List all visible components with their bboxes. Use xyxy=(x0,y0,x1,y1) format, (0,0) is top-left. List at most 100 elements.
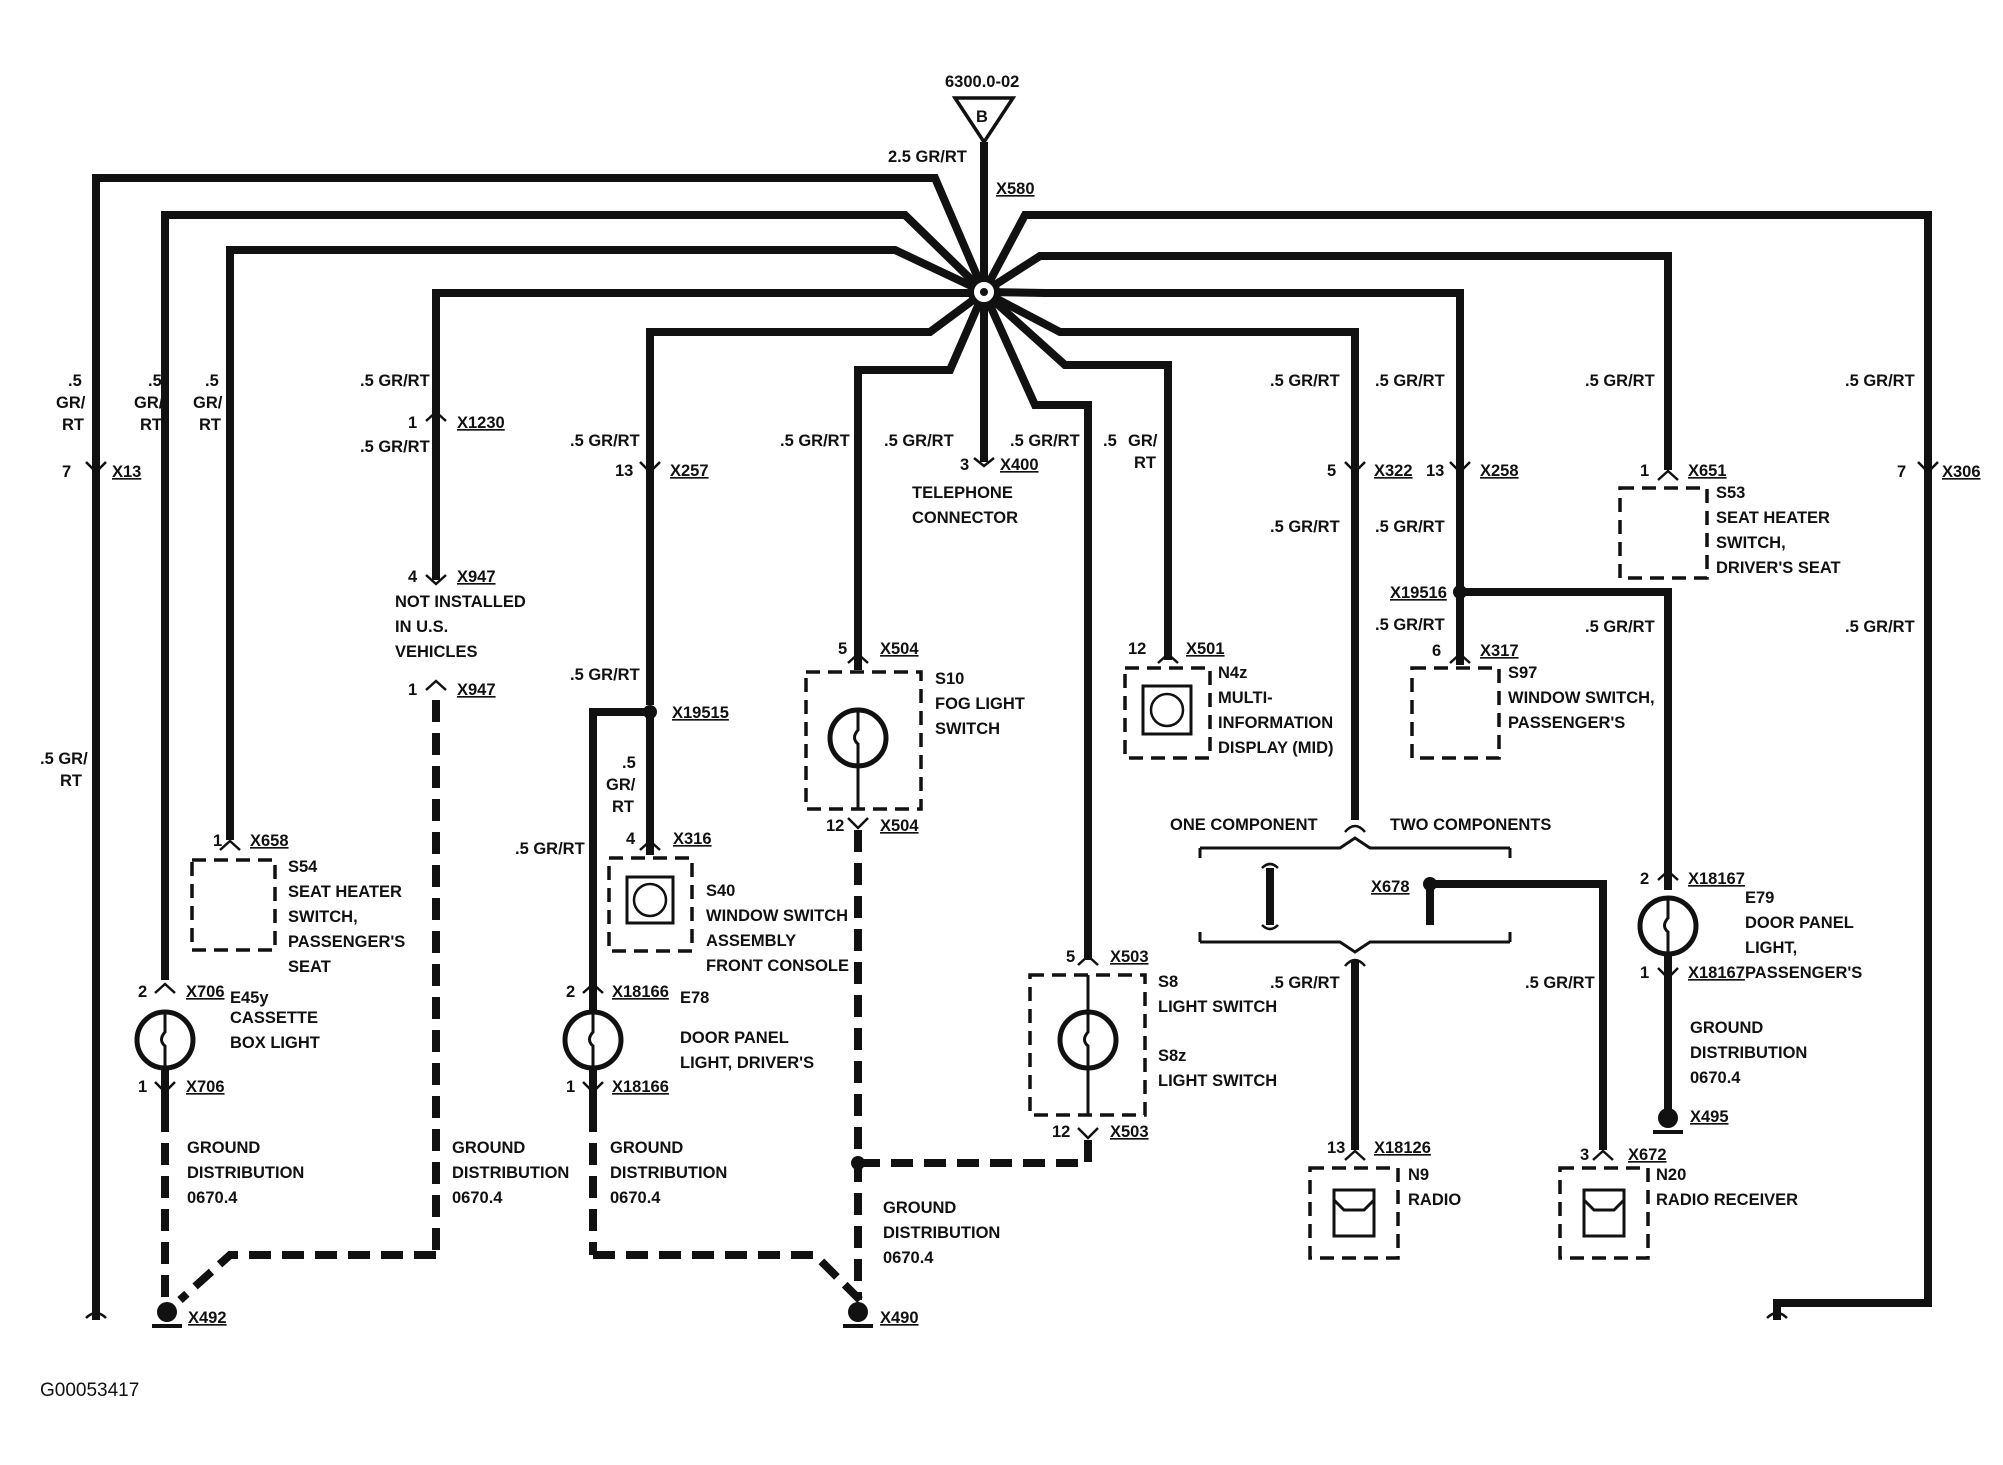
splice-x19515[interactable]: X19515 xyxy=(643,704,729,722)
ground-x495[interactable]: X495 xyxy=(1653,1108,1729,1134)
wire-label-x18167: .5 GR/RT xyxy=(1585,618,1655,636)
svg-text:0670.4: 0670.4 xyxy=(452,1189,503,1207)
svg-text:SWITCH,: SWITCH, xyxy=(288,908,358,926)
component-option-bracket: ONE COMPONENT TWO COMPONENTS xyxy=(1170,816,1551,954)
svg-text:X18126: X18126 xyxy=(1374,1139,1431,1157)
svg-text:13: 13 xyxy=(1426,462,1444,480)
connector-x258[interactable]: .5 GR/RT 13 X258 .5 GR/RT xyxy=(1375,372,1519,536)
svg-text:.5 GR/RT: .5 GR/RT xyxy=(1270,372,1340,390)
svg-text:DRIVER'S SEAT: DRIVER'S SEAT xyxy=(1716,559,1841,577)
connector-x947[interactable]: 4 X947 NOT INSTALLED IN U.S. VEHICLES 1 … xyxy=(395,568,526,699)
svg-text:1: 1 xyxy=(566,1078,575,1096)
svg-text:.5: .5 xyxy=(205,372,219,390)
component-n9-radio[interactable]: 13 X18126 N9 RADIO xyxy=(1308,1139,1461,1260)
svg-text:X316: X316 xyxy=(673,830,712,848)
wire-label-x317: .5 GR/RT xyxy=(1375,616,1445,634)
component-e79[interactable]: 2 X18167 E79 DOOR PANEL LIGHT, PASSENGER… xyxy=(1637,870,1862,982)
svg-text:RT: RT xyxy=(62,416,84,434)
splice-x19516[interactable]: X19516 xyxy=(1390,584,1467,602)
component-s53[interactable]: .5 GR/RT 1 X651 S53 SEAT HEATER SWITCH, … xyxy=(1585,372,1841,580)
component-n20-radio-receiver[interactable]: 3 X672 N20 RADIO RECEIVER xyxy=(1558,1146,1798,1260)
component-s40[interactable]: 4 X316 S40 WINDOW SWITCH ASSEMBLY FRONT … xyxy=(607,830,849,975)
svg-text:GR/: GR/ xyxy=(193,394,223,412)
component-s10[interactable]: .5 GR/RT 5 X504 S10 FOG LIGHT SWITCH 12 … xyxy=(780,432,1025,835)
node-letter: B xyxy=(976,108,988,126)
svg-text:6: 6 xyxy=(1432,642,1441,660)
svg-text:.5: .5 xyxy=(622,754,636,772)
svg-text:7: 7 xyxy=(1897,463,1906,481)
svg-text:DISTRIBUTION: DISTRIBUTION xyxy=(610,1164,727,1182)
svg-text:S8z: S8z xyxy=(1158,1047,1186,1065)
svg-text:X257: X257 xyxy=(670,462,709,480)
svg-text:X306: X306 xyxy=(1942,463,1981,481)
component-e78[interactable]: 2 X18166 E78 DOOR PANEL LIGHT, DRIVER'S … xyxy=(562,983,814,1096)
svg-text:SEAT HEATER: SEAT HEATER xyxy=(288,883,402,901)
svg-text:X18167: X18167 xyxy=(1688,870,1745,888)
svg-text:CASSETTE: CASSETTE xyxy=(230,1009,318,1027)
svg-text:.5 GR/RT: .5 GR/RT xyxy=(360,438,430,456)
svg-text:GROUND: GROUND xyxy=(610,1139,683,1157)
svg-text:WINDOW SWITCH,: WINDOW SWITCH, xyxy=(1508,689,1655,707)
ground-x492[interactable]: X492 xyxy=(152,1302,227,1328)
connector-x257[interactable]: .5 GR/RT 13 X257 .5 GR/RT xyxy=(570,432,709,684)
svg-text:X947: X947 xyxy=(457,681,496,699)
svg-text:.5: .5 xyxy=(148,372,162,390)
svg-text:.5 GR/RT: .5 GR/RT xyxy=(360,372,430,390)
svg-text:X504: X504 xyxy=(880,817,919,835)
svg-text:LIGHT SWITCH: LIGHT SWITCH xyxy=(1158,1072,1277,1090)
ground-label-e79: GROUND DISTRIBUTION 0670.4 xyxy=(1690,1019,1807,1087)
svg-text:BOX LIGHT: BOX LIGHT xyxy=(230,1034,320,1052)
svg-text:.5 GR/RT: .5 GR/RT xyxy=(570,666,640,684)
svg-text:0670.4: 0670.4 xyxy=(187,1189,238,1207)
ground-label-fog: GROUND DISTRIBUTION 0670.4 xyxy=(883,1199,1000,1267)
svg-text:0670.4: 0670.4 xyxy=(1690,1069,1741,1087)
svg-text:1: 1 xyxy=(1640,964,1649,982)
svg-text:0670.4: 0670.4 xyxy=(610,1189,661,1207)
connector-x306[interactable]: .5 GR/RT 7 X306 .5 GR/RT xyxy=(1845,372,1981,636)
main-wire-label: 2.5 GR/RT xyxy=(888,148,967,166)
svg-text:X492: X492 xyxy=(188,1309,227,1327)
svg-text:X706: X706 xyxy=(186,983,225,1001)
connector-x322[interactable]: .5 GR/RT 5 X322 .5 GR/RT xyxy=(1270,372,1413,536)
svg-text:X678: X678 xyxy=(1371,878,1410,896)
component-s97[interactable]: 6 X317 S97 WINDOW SWITCH, PASSENGER'S xyxy=(1410,642,1655,760)
svg-text:GROUND: GROUND xyxy=(883,1199,956,1217)
svg-text:X18166: X18166 xyxy=(612,983,669,1001)
wire-label-x706: .5 GR/ RT xyxy=(134,372,164,434)
svg-text:X258: X258 xyxy=(1480,462,1519,480)
svg-text:N20: N20 xyxy=(1656,1166,1686,1184)
svg-text:X13: X13 xyxy=(112,463,141,481)
svg-text:ASSEMBLY: ASSEMBLY xyxy=(706,932,796,950)
ground-x490[interactable]: X490 xyxy=(843,1302,919,1328)
ground-splice-dot xyxy=(851,1156,865,1170)
svg-text:.5 GR/RT: .5 GR/RT xyxy=(1375,518,1445,536)
svg-text:E79: E79 xyxy=(1745,889,1774,907)
svg-text:.5: .5 xyxy=(1103,432,1117,450)
svg-text:FRONT CONSOLE: FRONT CONSOLE xyxy=(706,957,849,975)
svg-text:1: 1 xyxy=(408,414,417,432)
splice-x580[interactable] xyxy=(968,276,1000,308)
svg-text:GR/: GR/ xyxy=(134,394,164,412)
component-s54[interactable]: 1 X658 S54 SEAT HEATER SWITCH, PASSENGER… xyxy=(190,832,405,976)
svg-text:DISTRIBUTION: DISTRIBUTION xyxy=(1690,1044,1807,1062)
component-telephone[interactable]: .5 GR/RT 3 X400 TELEPHONE CONNECTOR xyxy=(884,432,1039,527)
svg-text:DISTRIBUTION: DISTRIBUTION xyxy=(452,1164,569,1182)
svg-text:1: 1 xyxy=(213,832,222,850)
connector-chevrons xyxy=(85,410,1939,1319)
source-connector-b[interactable]: 6300.0-02 B xyxy=(945,73,1019,146)
svg-text:PASSENGER'S: PASSENGER'S xyxy=(1745,964,1862,982)
svg-text:RADIO RECEIVER: RADIO RECEIVER xyxy=(1656,1191,1798,1209)
connector-x1230[interactable]: .5 GR/RT 1 X1230 .5 GR/RT xyxy=(360,372,505,456)
svg-text:X19516: X19516 xyxy=(1390,584,1447,602)
svg-text:X672: X672 xyxy=(1628,1146,1667,1164)
svg-text:X503: X503 xyxy=(1110,1123,1149,1141)
svg-text:.5 GR/RT: .5 GR/RT xyxy=(780,432,850,450)
component-s8[interactable]: .5 GR/RT 5 X503 S8 LIGHT SWITCH S8z LIGH… xyxy=(1010,432,1277,1141)
svg-text:E45y: E45y xyxy=(230,989,269,1007)
svg-text:GROUND: GROUND xyxy=(452,1139,525,1157)
component-n4z[interactable]: 12 X501 N4z MULTI- INFORMATION DISPLAY (… xyxy=(1123,640,1334,760)
svg-text:PASSENGER'S: PASSENGER'S xyxy=(288,933,405,951)
wire-label-x13: .5 GR/ RT 7 X13 .5 GR/ RT xyxy=(40,372,141,790)
svg-text:S53: S53 xyxy=(1716,484,1745,502)
svg-text:X317: X317 xyxy=(1480,642,1519,660)
